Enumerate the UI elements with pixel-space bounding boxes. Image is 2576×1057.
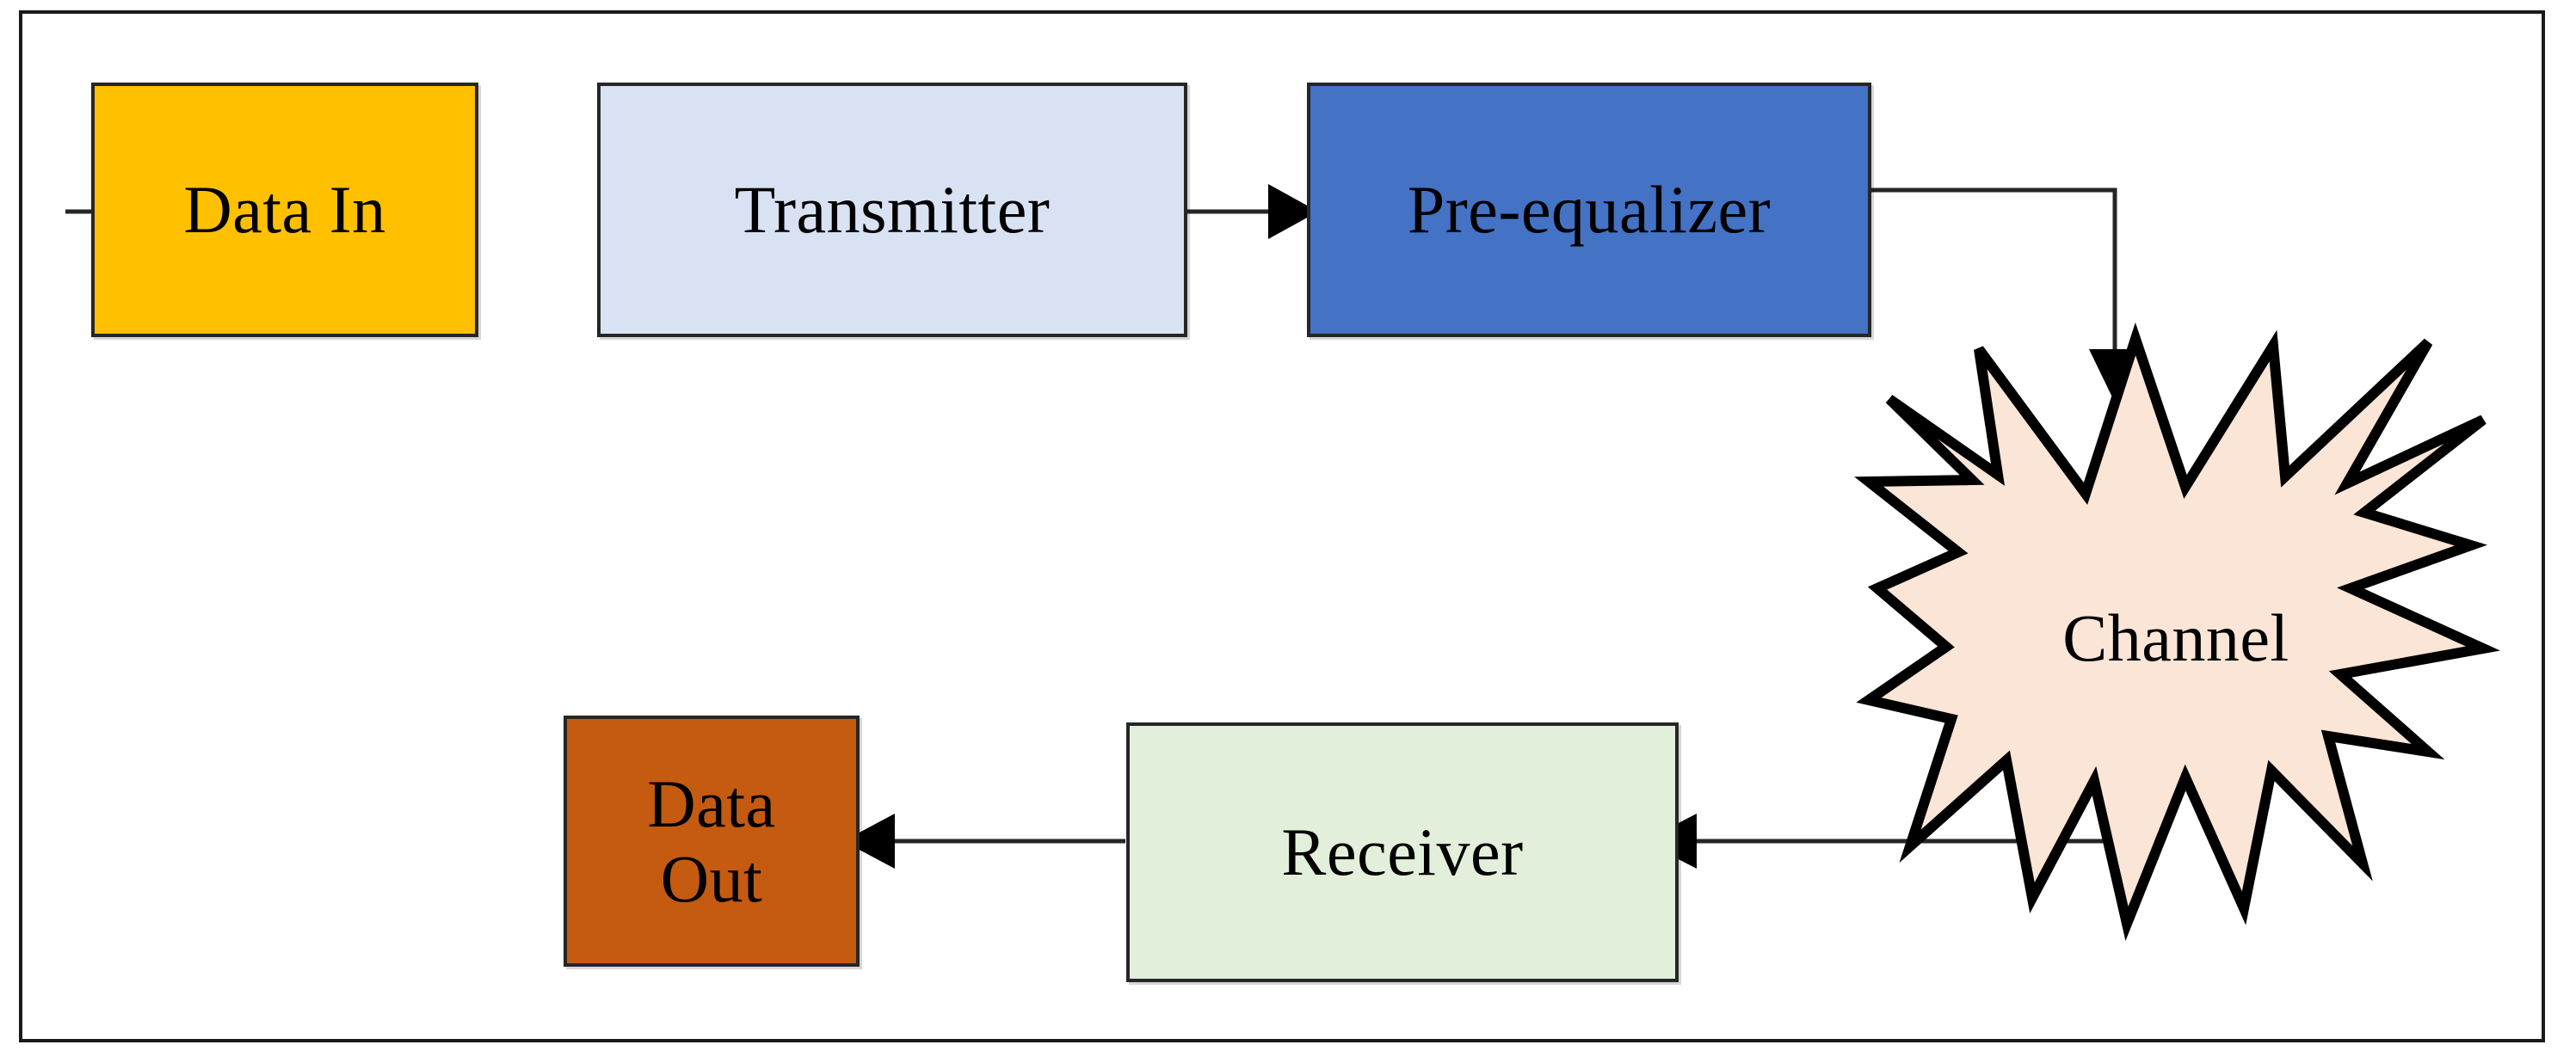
node-data-out-label: Data Out: [647, 766, 775, 917]
node-transmitter-label: Transmitter: [734, 172, 1051, 248]
node-channel[interactable]: Channel: [1854, 322, 2500, 946]
node-pre-equalizer[interactable]: Pre-equalizer: [1307, 83, 1871, 337]
node-channel-label-wrap: Channel: [1869, 330, 2483, 946]
node-receiver-label: Receiver: [1281, 814, 1524, 890]
node-pre-equalizer-label: Pre-equalizer: [1407, 172, 1772, 248]
node-data-out[interactable]: Data Out: [564, 716, 860, 967]
node-data-out-label-line2: Out: [660, 841, 763, 916]
node-data-out-label-line1: Data: [647, 765, 776, 841]
explosion-star-shape: [1854, 322, 2500, 942]
node-data-in[interactable]: Data In: [91, 83, 478, 337]
node-data-in-label: Data In: [183, 172, 386, 248]
node-channel-label: Channel: [2062, 600, 2289, 675]
diagram-frame: Data In Transmitter Pre-equalizer Channe…: [19, 10, 2545, 1042]
node-transmitter[interactable]: Transmitter: [597, 83, 1187, 337]
edge-receiver-to-data-out: [831, 790, 1149, 893]
node-receiver[interactable]: Receiver: [1126, 722, 1679, 982]
